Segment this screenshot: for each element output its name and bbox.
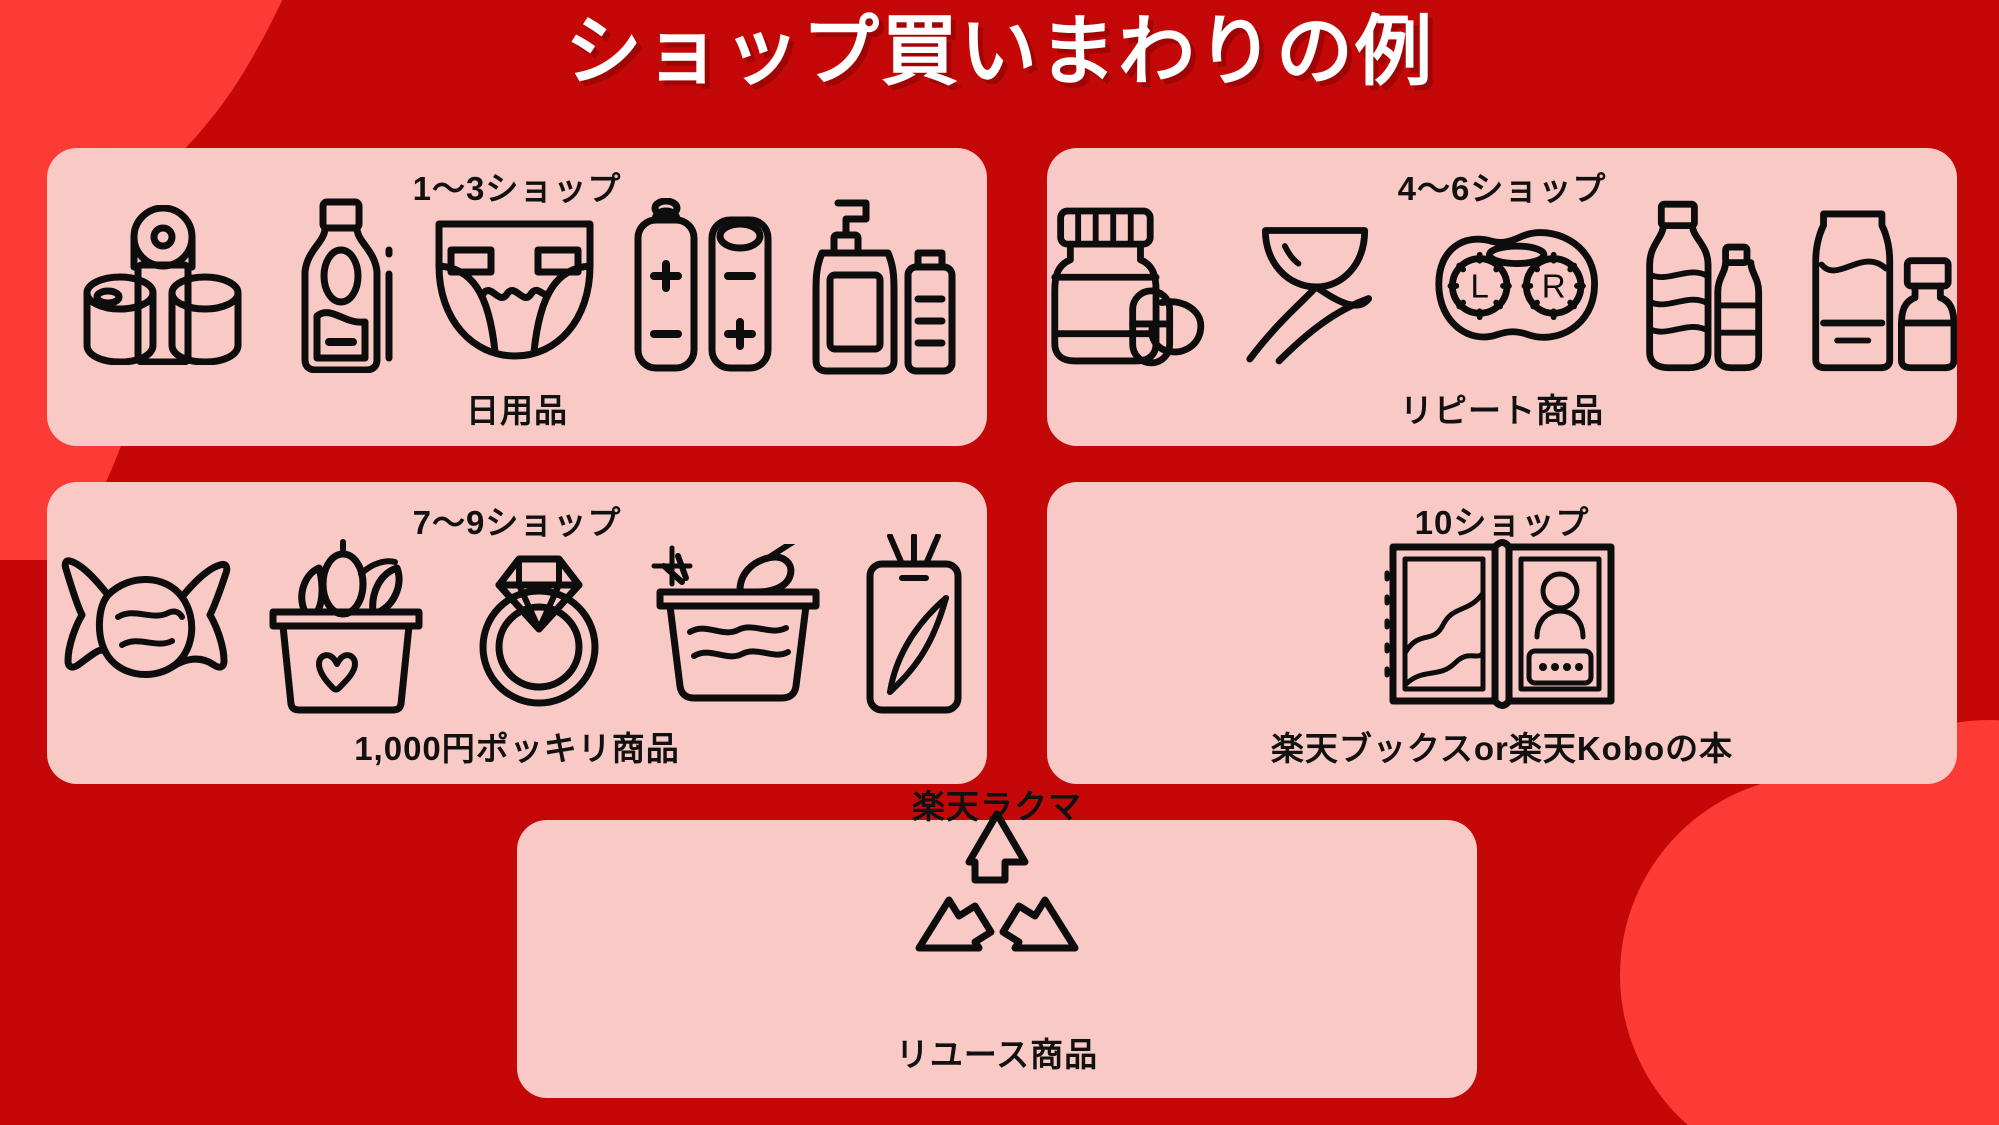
card-10-shops[interactable]: 10ショップ (1047, 482, 1957, 784)
smartphone-icon (866, 534, 962, 714)
detergent-bottle-icon (301, 198, 393, 373)
diamond-ring-icon (479, 555, 599, 706)
open-book-icon (1384, 538, 1615, 709)
card-3-footer: 1,000円ポッキリ商品 (354, 730, 680, 767)
recycle-icon (915, 810, 1078, 951)
contact-lens-right-label: R (1542, 269, 1566, 306)
soap-dispenser-icon (812, 199, 956, 375)
card-rakuma[interactable]: 楽天ラクマ リユース商品 (517, 788, 1477, 1098)
diaper-icon (435, 220, 594, 360)
candy-icon (61, 557, 231, 678)
contact-lens-left-label: L (1471, 269, 1489, 306)
card-7-9-shops[interactable]: 7〜9ショップ (47, 482, 987, 784)
card-1-3-shops[interactable]: 1〜3ショップ (47, 148, 987, 446)
vegetable-box-icon (269, 539, 423, 714)
supplement-bottle-icon (1051, 207, 1205, 366)
toilet-paper-icon (83, 205, 242, 365)
rice-pot-icon (651, 544, 820, 702)
contact-lens-finger-icon (1246, 226, 1372, 364)
cosmetics-tube-icon (1812, 210, 1957, 371)
card-5-footer: リユース商品 (895, 1036, 1099, 1073)
card-2-footer: リピート商品 (1400, 392, 1604, 429)
card-4-footer: 楽天ブックスor楽天Koboの本 (1270, 730, 1734, 767)
contact-lens-case-icon: L R (1435, 229, 1599, 341)
card-4-6-shops[interactable]: 4〜6ショップ (1047, 148, 1957, 446)
card-1-footer: 日用品 (466, 392, 568, 429)
page-title: ショップ買いまわりの例 (565, 9, 1434, 95)
water-bottle-icon (1646, 200, 1762, 371)
battery-icon (634, 197, 772, 371)
